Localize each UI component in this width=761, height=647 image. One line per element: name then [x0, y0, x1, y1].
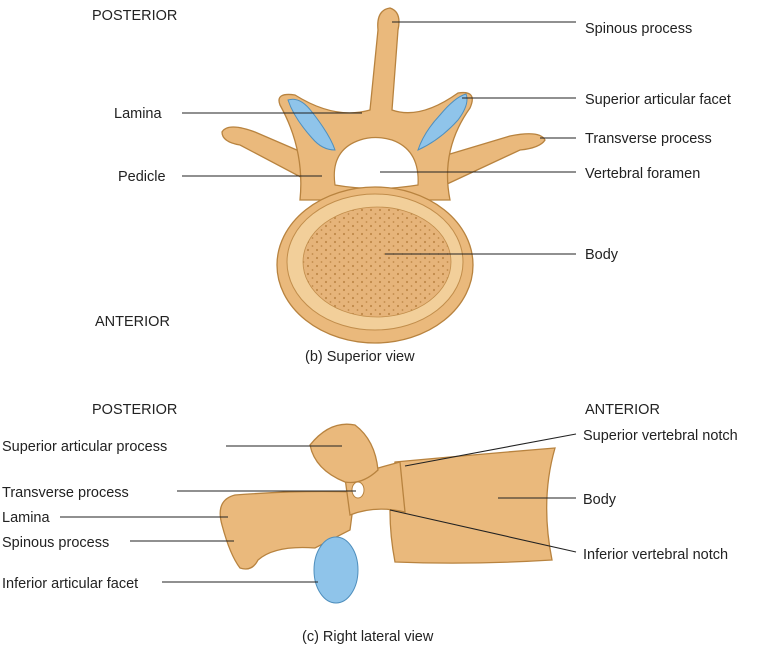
superior-view-illustration — [221, 7, 546, 344]
label-spinous-process: Spinous process — [585, 21, 692, 37]
caption-superior-view: (b) Superior view — [305, 349, 415, 365]
cancellous-bone — [302, 206, 452, 318]
orientation-anterior-lateral: ANTERIOR — [585, 402, 660, 418]
lateral-lamina-spinous — [219, 490, 356, 570]
label-transverse-process-lateral: Transverse process — [2, 485, 129, 501]
label-lamina-lateral: Lamina — [2, 510, 50, 526]
label-lamina: Lamina — [114, 106, 162, 122]
lateral-view-illustration — [219, 423, 556, 604]
lateral-superior-articular-process — [309, 423, 379, 484]
label-vertebral-foramen: Vertebral foramen — [585, 166, 700, 182]
label-superior-articular-process: Superior articular process — [2, 439, 167, 455]
label-inferior-vertebral-notch: Inferior vertebral notch — [583, 547, 728, 563]
leader-line — [404, 433, 577, 467]
caption-lateral-view: (c) Right lateral view — [302, 629, 434, 645]
lateral-vertebral-body — [389, 447, 556, 564]
transverse-process-stub — [351, 481, 365, 499]
label-inferior-articular-facet: Inferior articular facet — [2, 576, 138, 592]
right-superior-articular-facet — [417, 93, 468, 151]
left-transverse-process — [221, 126, 321, 183]
orientation-posterior-lateral: POSTERIOR — [92, 402, 177, 418]
left-superior-articular-facet — [287, 98, 336, 151]
leader-line — [389, 509, 577, 553]
label-superior-vertebral-notch: Superior vertebral notch — [583, 428, 738, 444]
lateral-inferior-articular-facet — [313, 536, 359, 604]
orientation-posterior: POSTERIOR — [92, 8, 177, 24]
label-superior-articular-facet: Superior articular facet — [585, 92, 731, 108]
label-transverse-process: Transverse process — [585, 131, 712, 147]
label-spinous-process-lateral: Spinous process — [2, 535, 109, 551]
label-body-lateral: Body — [583, 492, 617, 508]
label-pedicle: Pedicle — [118, 169, 166, 185]
label-body: Body — [585, 247, 619, 263]
vertebral-arch — [278, 7, 473, 201]
orientation-anterior: ANTERIOR — [95, 314, 170, 330]
